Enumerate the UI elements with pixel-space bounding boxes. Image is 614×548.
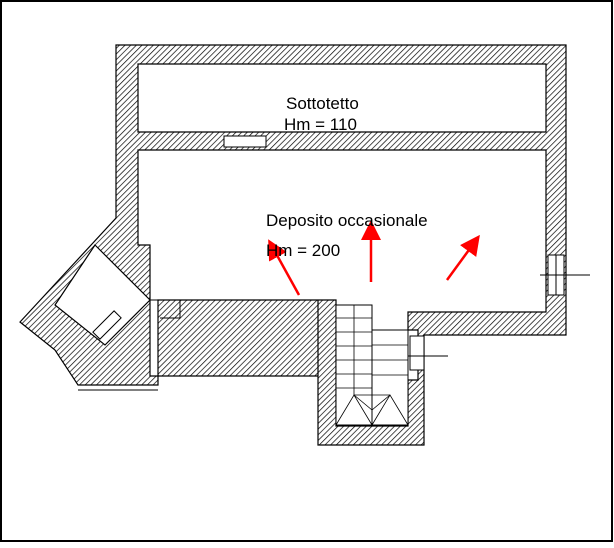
attic-window (223, 135, 267, 148)
red-arrow-left (268, 239, 301, 296)
angled-wing-step (150, 299, 181, 319)
attic-room-name: Sottotetto (286, 94, 359, 113)
stair-window (409, 335, 425, 371)
red-arrow-right (445, 234, 480, 281)
angled-window (92, 310, 122, 340)
storage-room-height: Hm = 200 (266, 241, 340, 260)
attic-room-height: Hm = 110 (284, 115, 357, 134)
storage-room-name: Deposito occasionale (266, 211, 428, 230)
staircase (335, 304, 409, 426)
building-walls (19, 44, 567, 446)
direction-arrows (268, 220, 480, 296)
